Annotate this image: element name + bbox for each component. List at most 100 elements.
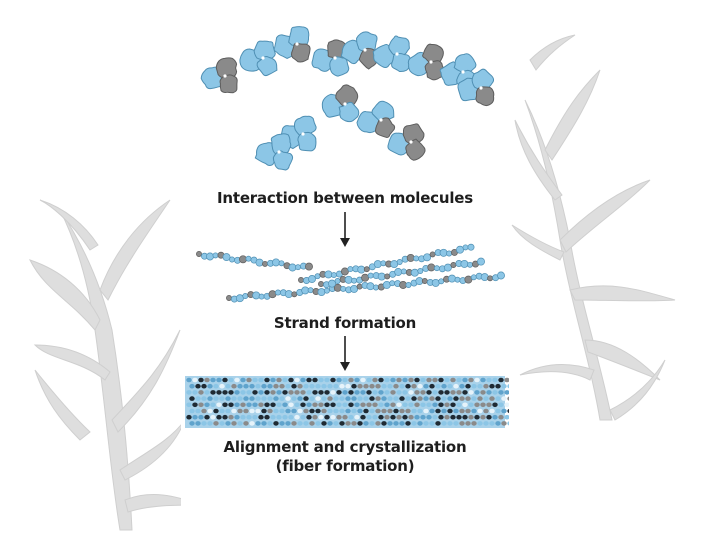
strand-subunit [434, 266, 439, 271]
fiber-subunit [228, 378, 233, 383]
fiber-subunit [390, 403, 395, 408]
fiber-subunit [462, 415, 467, 420]
strand-subunit [364, 267, 369, 272]
fiber-subunit [402, 403, 407, 408]
fiber-subunit [237, 384, 242, 389]
fiber-subunit [243, 396, 248, 401]
fiber-subunit [453, 421, 458, 426]
strand-subunit [407, 254, 414, 261]
fiber-subunit [432, 378, 437, 383]
fiber-subunit [396, 390, 401, 395]
strand-subunit [378, 273, 385, 280]
fiber-subunit [375, 421, 380, 426]
fiber-subunit [459, 421, 464, 426]
fiber-subunit [273, 396, 278, 401]
fiber-subunit [243, 409, 248, 414]
fiber-subunit [216, 378, 221, 383]
molecule-highlight [363, 48, 366, 51]
fiber-subunit [210, 390, 215, 395]
fiber-subunit [378, 403, 383, 408]
fiber-subunit [405, 396, 410, 401]
fiber-subunit [504, 378, 509, 383]
strand-subunit [341, 268, 348, 275]
strand-subunit [401, 269, 406, 274]
fiber-subunit [375, 396, 380, 401]
fiber-subunit [414, 378, 419, 383]
fiber-subunit [468, 378, 473, 383]
fiber-subunit [444, 415, 449, 420]
fiber-subunit [381, 396, 386, 401]
fiber-subunit [474, 378, 479, 383]
strand-subunit [352, 278, 357, 283]
strand-subunit [455, 277, 460, 282]
fiber-subunit [309, 396, 314, 401]
fiber-subunit [393, 409, 398, 414]
molecule [357, 101, 395, 137]
fiber-subunit [192, 390, 197, 395]
strand-subunit [246, 256, 251, 261]
fiber-subunit [465, 384, 470, 389]
fiber-subunit [276, 390, 281, 395]
molecule-highlight [409, 140, 412, 143]
fiber-subunit [495, 421, 500, 426]
fiber-subunit [354, 415, 359, 420]
fiber-subunit [465, 409, 470, 414]
molecule [408, 44, 445, 80]
fiber-subunit [318, 415, 323, 420]
fiber-subunit [477, 384, 482, 389]
strand-subunit [390, 281, 395, 286]
fiber-subunit [375, 384, 380, 389]
fiber-subunit [504, 403, 509, 408]
fiber-subunit [186, 403, 191, 408]
stage-label-alignment: Alignment and crystallization [181, 438, 509, 457]
fiber-subunit [507, 421, 509, 426]
molecule-highlight [429, 60, 432, 63]
fiber-subunit [222, 415, 227, 420]
fiber-subunit [441, 384, 446, 389]
fiber-subunit [429, 421, 434, 426]
fiber-subunit [369, 384, 374, 389]
fiber-subunit [267, 421, 272, 426]
fiber-subunit [261, 396, 266, 401]
fiber-subunit [276, 378, 281, 383]
strand-subunit [292, 292, 297, 297]
fiber-subunit [294, 390, 299, 395]
fiber-subunit [405, 421, 410, 426]
fiber-subunit [264, 378, 269, 383]
fiber-subunit [408, 415, 413, 420]
fiber-subunit [210, 378, 215, 383]
fiber-subunit [216, 390, 221, 395]
fiber-subunit [384, 390, 389, 395]
strand-subunit [451, 262, 456, 267]
fiber-subunit [345, 396, 350, 401]
fiber-subunit [189, 384, 194, 389]
fiber-subunit [246, 390, 251, 395]
fiber-subunit [297, 409, 302, 414]
fiber-subunit [366, 415, 371, 420]
fiber-subunit [231, 384, 236, 389]
fiber-subunit [399, 384, 404, 389]
strand [196, 251, 312, 271]
fiber-subunit [372, 415, 377, 420]
fiber-subunit [474, 390, 479, 395]
molecule-highlight [295, 42, 298, 45]
fiber-subunit [291, 409, 296, 414]
fiber-subunit [264, 415, 269, 420]
fiber-subunit [366, 378, 371, 383]
fiber-subunit [399, 421, 404, 426]
fiber-subunit [411, 384, 416, 389]
fiber-illustration [181, 374, 509, 430]
strand-subunit [428, 264, 435, 271]
fiber-subunit [204, 378, 209, 383]
fiber-subunit [261, 384, 266, 389]
strand-subunit [341, 286, 346, 291]
fiber-subunit [324, 415, 329, 420]
fiber-subunit [426, 378, 431, 383]
strand-subunit [368, 273, 373, 278]
fiber-subunit [231, 396, 236, 401]
fiber-subunit [486, 378, 491, 383]
fiber-subunit [258, 415, 263, 420]
fiber-subunit [240, 403, 245, 408]
fiber-subunit [378, 378, 383, 383]
fiber-subunit [498, 415, 503, 420]
